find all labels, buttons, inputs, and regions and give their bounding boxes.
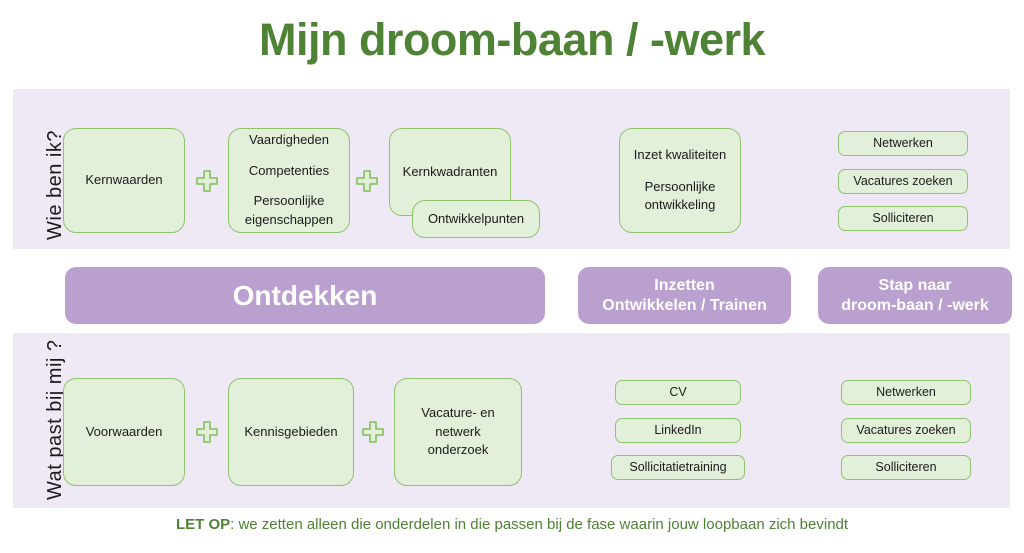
band-ontdekken-label: Ontdekken — [232, 280, 378, 311]
box-inzet-kwaliteiten[interactable]: Inzet kwaliteiten Persoonlijke ontwikkel… — [619, 128, 741, 233]
box-vacature-label-1: Vacature- en — [421, 404, 495, 420]
box-solliciteren-bottom-label: Solliciteren — [875, 460, 937, 475]
box-ontwikkelpunten-label: Ontwikkelpunten — [427, 210, 525, 226]
box-kernwaarden-label: Kernwaarden — [85, 172, 163, 188]
box-kennisgebieden[interactable]: Kennisgebieden — [228, 378, 354, 486]
box-netwerken-top-label: Netwerken — [873, 136, 933, 151]
footer-note: LET OP: we zetten alleen die onderdelen … — [0, 516, 1024, 533]
band-inzetten-label-1: Inzetten — [654, 276, 715, 294]
box-solliciteren-top-label: Solliciteren — [872, 211, 934, 226]
box-sollicitatietraining[interactable]: Sollicitatietraining — [611, 455, 745, 480]
box-label-persoonlijke-ontwikkeling-2: ontwikkeling — [644, 197, 716, 213]
box-cv[interactable]: CV — [615, 380, 741, 405]
box-netwerken-bottom[interactable]: Netwerken — [841, 380, 971, 405]
plus-icon — [356, 170, 378, 192]
box-label-vaardigheden: Vaardigheden — [249, 132, 329, 147]
band-stap-label-1: Stap naar — [878, 276, 952, 294]
box-vacatures-zoeken-bottom-label: Vacatures zoeken — [856, 423, 956, 438]
box-kennisgebieden-label: Kennisgebieden — [244, 423, 338, 439]
box-vacature-label-3: onderzoek — [427, 442, 489, 458]
box-kernkwadranten-label: Kernkwadranten — [402, 163, 498, 179]
band-inzetten[interactable]: Inzetten Ontwikkelen / Trainen — [578, 267, 791, 324]
box-sollicitatietraining-label: Sollicitatietraining — [629, 460, 727, 475]
box-vaardigheden-competenties[interactable]: Vaardigheden Competenties Persoonlijke e… — [228, 128, 350, 233]
band-stap-label-2: droom-baan / -werk — [841, 296, 989, 314]
box-netwerken-bottom-label: Netwerken — [876, 385, 936, 400]
plus-icon — [362, 421, 384, 443]
box-kernwaarden[interactable]: Kernwaarden — [63, 128, 185, 233]
box-netwerken-top[interactable]: Netwerken — [838, 131, 968, 156]
box-vacatures-zoeken-bottom[interactable]: Vacatures zoeken — [841, 418, 971, 443]
box-linkedin-label: LinkedIn — [654, 423, 702, 438]
footer-note-text: : we zetten alleen die onderdelen in die… — [230, 516, 849, 533]
box-ontwikkelpunten[interactable]: Ontwikkelpunten — [412, 200, 540, 238]
band-ontdekken[interactable]: Ontdekken — [65, 267, 545, 324]
box-label-persoonlijke-eigenschappen-1: Persoonlijke — [253, 193, 325, 209]
box-label-competenties: Competenties — [248, 162, 330, 178]
box-vacatures-zoeken-top[interactable]: Vacatures zoeken — [838, 169, 968, 194]
box-voorwaarden[interactable]: Voorwaarden — [63, 378, 185, 486]
box-cv-label: CV — [669, 385, 687, 400]
box-vacature-netwerk-onderzoek[interactable]: Vacature- en netwerk onderzoek — [394, 378, 522, 486]
box-vacatures-zoeken-top-label: Vacatures zoeken — [853, 174, 953, 189]
band-stap-naar-droombaan[interactable]: Stap naar droom-baan / -werk — [818, 267, 1012, 324]
box-voorwaarden-label: Voorwaarden — [85, 423, 163, 439]
footer-note-prefix: LET OP — [175, 516, 231, 533]
box-solliciteren-bottom[interactable]: Solliciteren — [841, 455, 971, 480]
box-label-inzet-kwaliteiten: Inzet kwaliteiten — [633, 146, 727, 162]
box-label-persoonlijke-ontwikkeling-1: Persoonlijke — [644, 178, 716, 194]
box-label-persoonlijke-eigenschappen-2: eigenschappen — [244, 212, 334, 228]
box-solliciteren-top[interactable]: Solliciteren — [838, 206, 968, 231]
page-title: Mijn droom-baan / -werk — [258, 14, 766, 65]
box-linkedin[interactable]: LinkedIn — [615, 418, 741, 443]
plus-icon — [196, 421, 218, 443]
box-vacature-label-2: netwerk — [435, 423, 481, 439]
band-inzetten-label-2: Ontwikkelen / Trainen — [602, 296, 767, 314]
plus-icon — [196, 170, 218, 192]
